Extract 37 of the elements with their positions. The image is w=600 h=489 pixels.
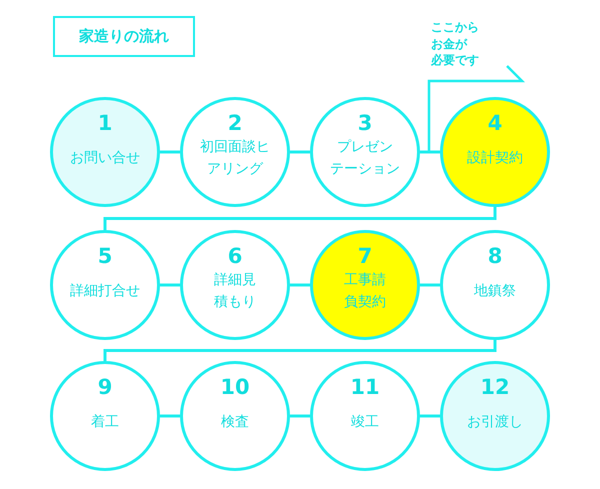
step-label: 竣工 — [350, 413, 380, 432]
step-number: 8 — [486, 243, 504, 269]
step-number: 3 — [356, 110, 374, 136]
step-number: 11 — [349, 374, 381, 400]
connector-line — [160, 414, 180, 418]
title: 家造りの流れ — [53, 16, 195, 57]
step-number: 9 — [96, 374, 114, 400]
connector-line — [290, 150, 310, 154]
step-label: 地鎮祭 — [473, 282, 517, 301]
step-number: 6 — [226, 243, 244, 269]
connector-line — [420, 414, 440, 418]
step-label: 詳細見積もり — [213, 271, 257, 312]
step-number: 4 — [486, 110, 504, 136]
step-label: 詳細打合せ — [69, 282, 141, 301]
connector-line — [290, 414, 310, 418]
step-label: 初回面談ヒアリング — [199, 138, 271, 179]
step-number: 2 — [226, 110, 244, 136]
step-label: 着工 — [90, 413, 120, 432]
connector-line — [420, 150, 440, 154]
step-number: 7 — [356, 243, 374, 269]
step-label: 検査 — [220, 413, 250, 432]
step-label: プレゼンテーション — [329, 138, 401, 179]
step-label: 設計契約 — [466, 149, 524, 168]
connector-line — [420, 284, 440, 286]
connector-line — [290, 284, 310, 286]
connector-line — [104, 207, 496, 230]
step-number: 12 — [479, 374, 511, 400]
step-label: お問い合せ — [69, 149, 141, 168]
connector-line — [160, 150, 180, 154]
step-label: 工事請負契約 — [343, 271, 387, 312]
step-label: お引渡し — [466, 413, 524, 432]
step-number: 10 — [219, 374, 251, 400]
step-number: 1 — [96, 110, 114, 136]
step-number: 5 — [96, 243, 114, 269]
connector-line — [160, 284, 180, 286]
note-text: ここからお金が必要です — [431, 19, 480, 68]
connector-line — [104, 340, 496, 361]
